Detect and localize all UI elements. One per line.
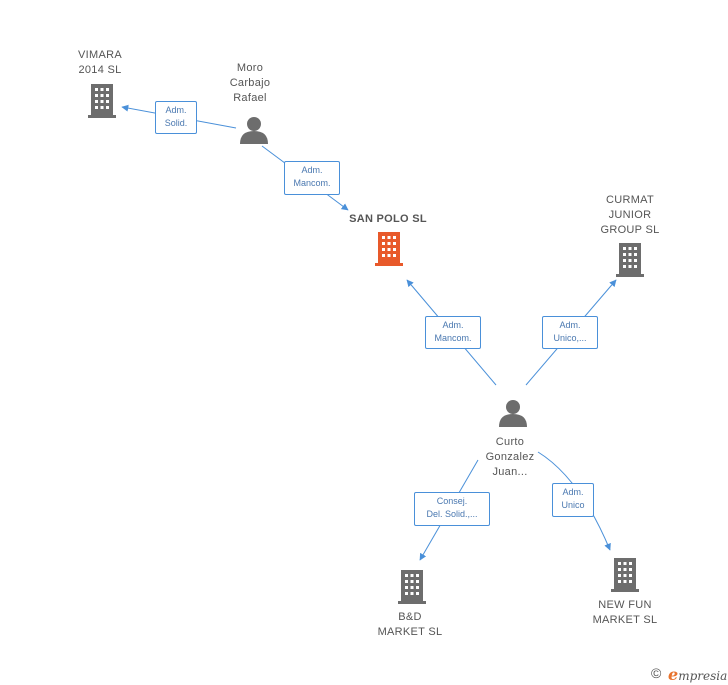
building-icon[interactable] bbox=[86, 84, 118, 118]
brand-logo-text: mpresia bbox=[678, 669, 728, 683]
relation-label-curto-bd[interactable]: Consej. Del. Solid.,... bbox=[414, 492, 490, 526]
copyright-symbol: © bbox=[651, 665, 662, 681]
building-icon[interactable] bbox=[614, 243, 646, 277]
node-label-bd: B&D MARKET SL bbox=[377, 611, 443, 638]
node-label-curto: Curto Gonzalez Juan... bbox=[485, 436, 535, 478]
node-label-curmat: CURMAT JUNIOR GROUP SL bbox=[600, 194, 660, 236]
node-label-vimara: VIMARA 2014 SL bbox=[78, 49, 122, 76]
relation-label-moro-sanpolo[interactable]: Adm. Mancom. bbox=[284, 161, 340, 195]
relation-label-moro-vimara[interactable]: Adm. Solid. bbox=[155, 101, 197, 134]
brand-logo-e: e bbox=[668, 665, 679, 684]
node-label-moro: Moro Carbajo Rafael bbox=[229, 62, 271, 104]
relation-label-curto-curmat[interactable]: Adm. Unico,... bbox=[542, 316, 598, 349]
building-icon-highlight[interactable] bbox=[373, 232, 405, 266]
relation-label-curto-newfun[interactable]: Adm. Unico bbox=[552, 483, 594, 517]
building-icon[interactable] bbox=[609, 558, 641, 592]
person-icon[interactable] bbox=[498, 399, 528, 427]
person-icon[interactable] bbox=[239, 116, 269, 144]
building-icon[interactable] bbox=[396, 570, 428, 604]
brand-logo[interactable]: empresia bbox=[668, 665, 727, 684]
relation-label-curto-sanpolo[interactable]: Adm. Mancom. bbox=[425, 316, 481, 349]
node-label-sanpolo: SAN POLO SL bbox=[349, 213, 427, 225]
node-label-newfun: NEW FUN MARKET SL bbox=[592, 599, 658, 626]
